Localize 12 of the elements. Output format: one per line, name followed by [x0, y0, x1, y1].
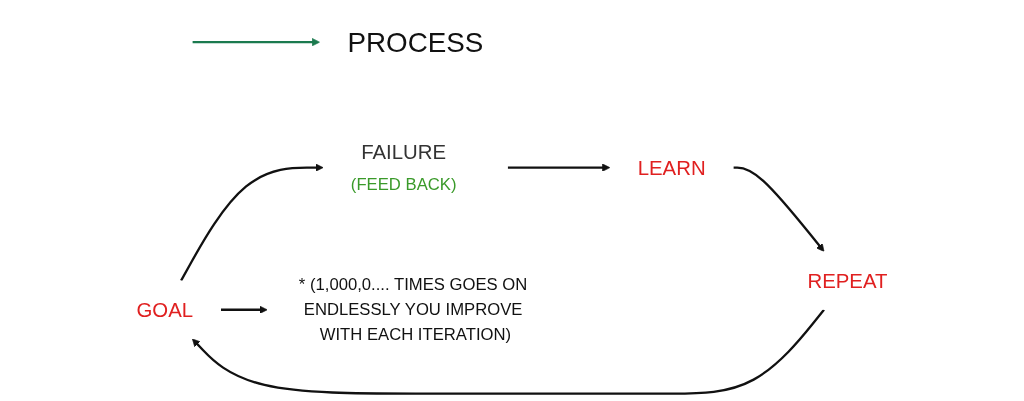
- arrow: [192, 38, 321, 47]
- node-text: PROCESS: [347, 26, 484, 58]
- node-text: FAILURE (FEED BACK): [350, 140, 457, 194]
- arrow: [192, 309, 825, 395]
- arrow: [180, 163, 324, 282]
- node-text: LEARN: [637, 156, 706, 180]
- node-text: * (1,000,0.... TIMES GOES ON ENDLESSLY YOU IMPROVE WITH EACH ITERATION): [298, 275, 528, 344]
- arrow: [733, 166, 825, 252]
- node-text: REPEAT: [807, 269, 888, 293]
- node-text: GOAL: [136, 298, 194, 322]
- arrow: [220, 305, 268, 314]
- arrow: [507, 163, 611, 172]
